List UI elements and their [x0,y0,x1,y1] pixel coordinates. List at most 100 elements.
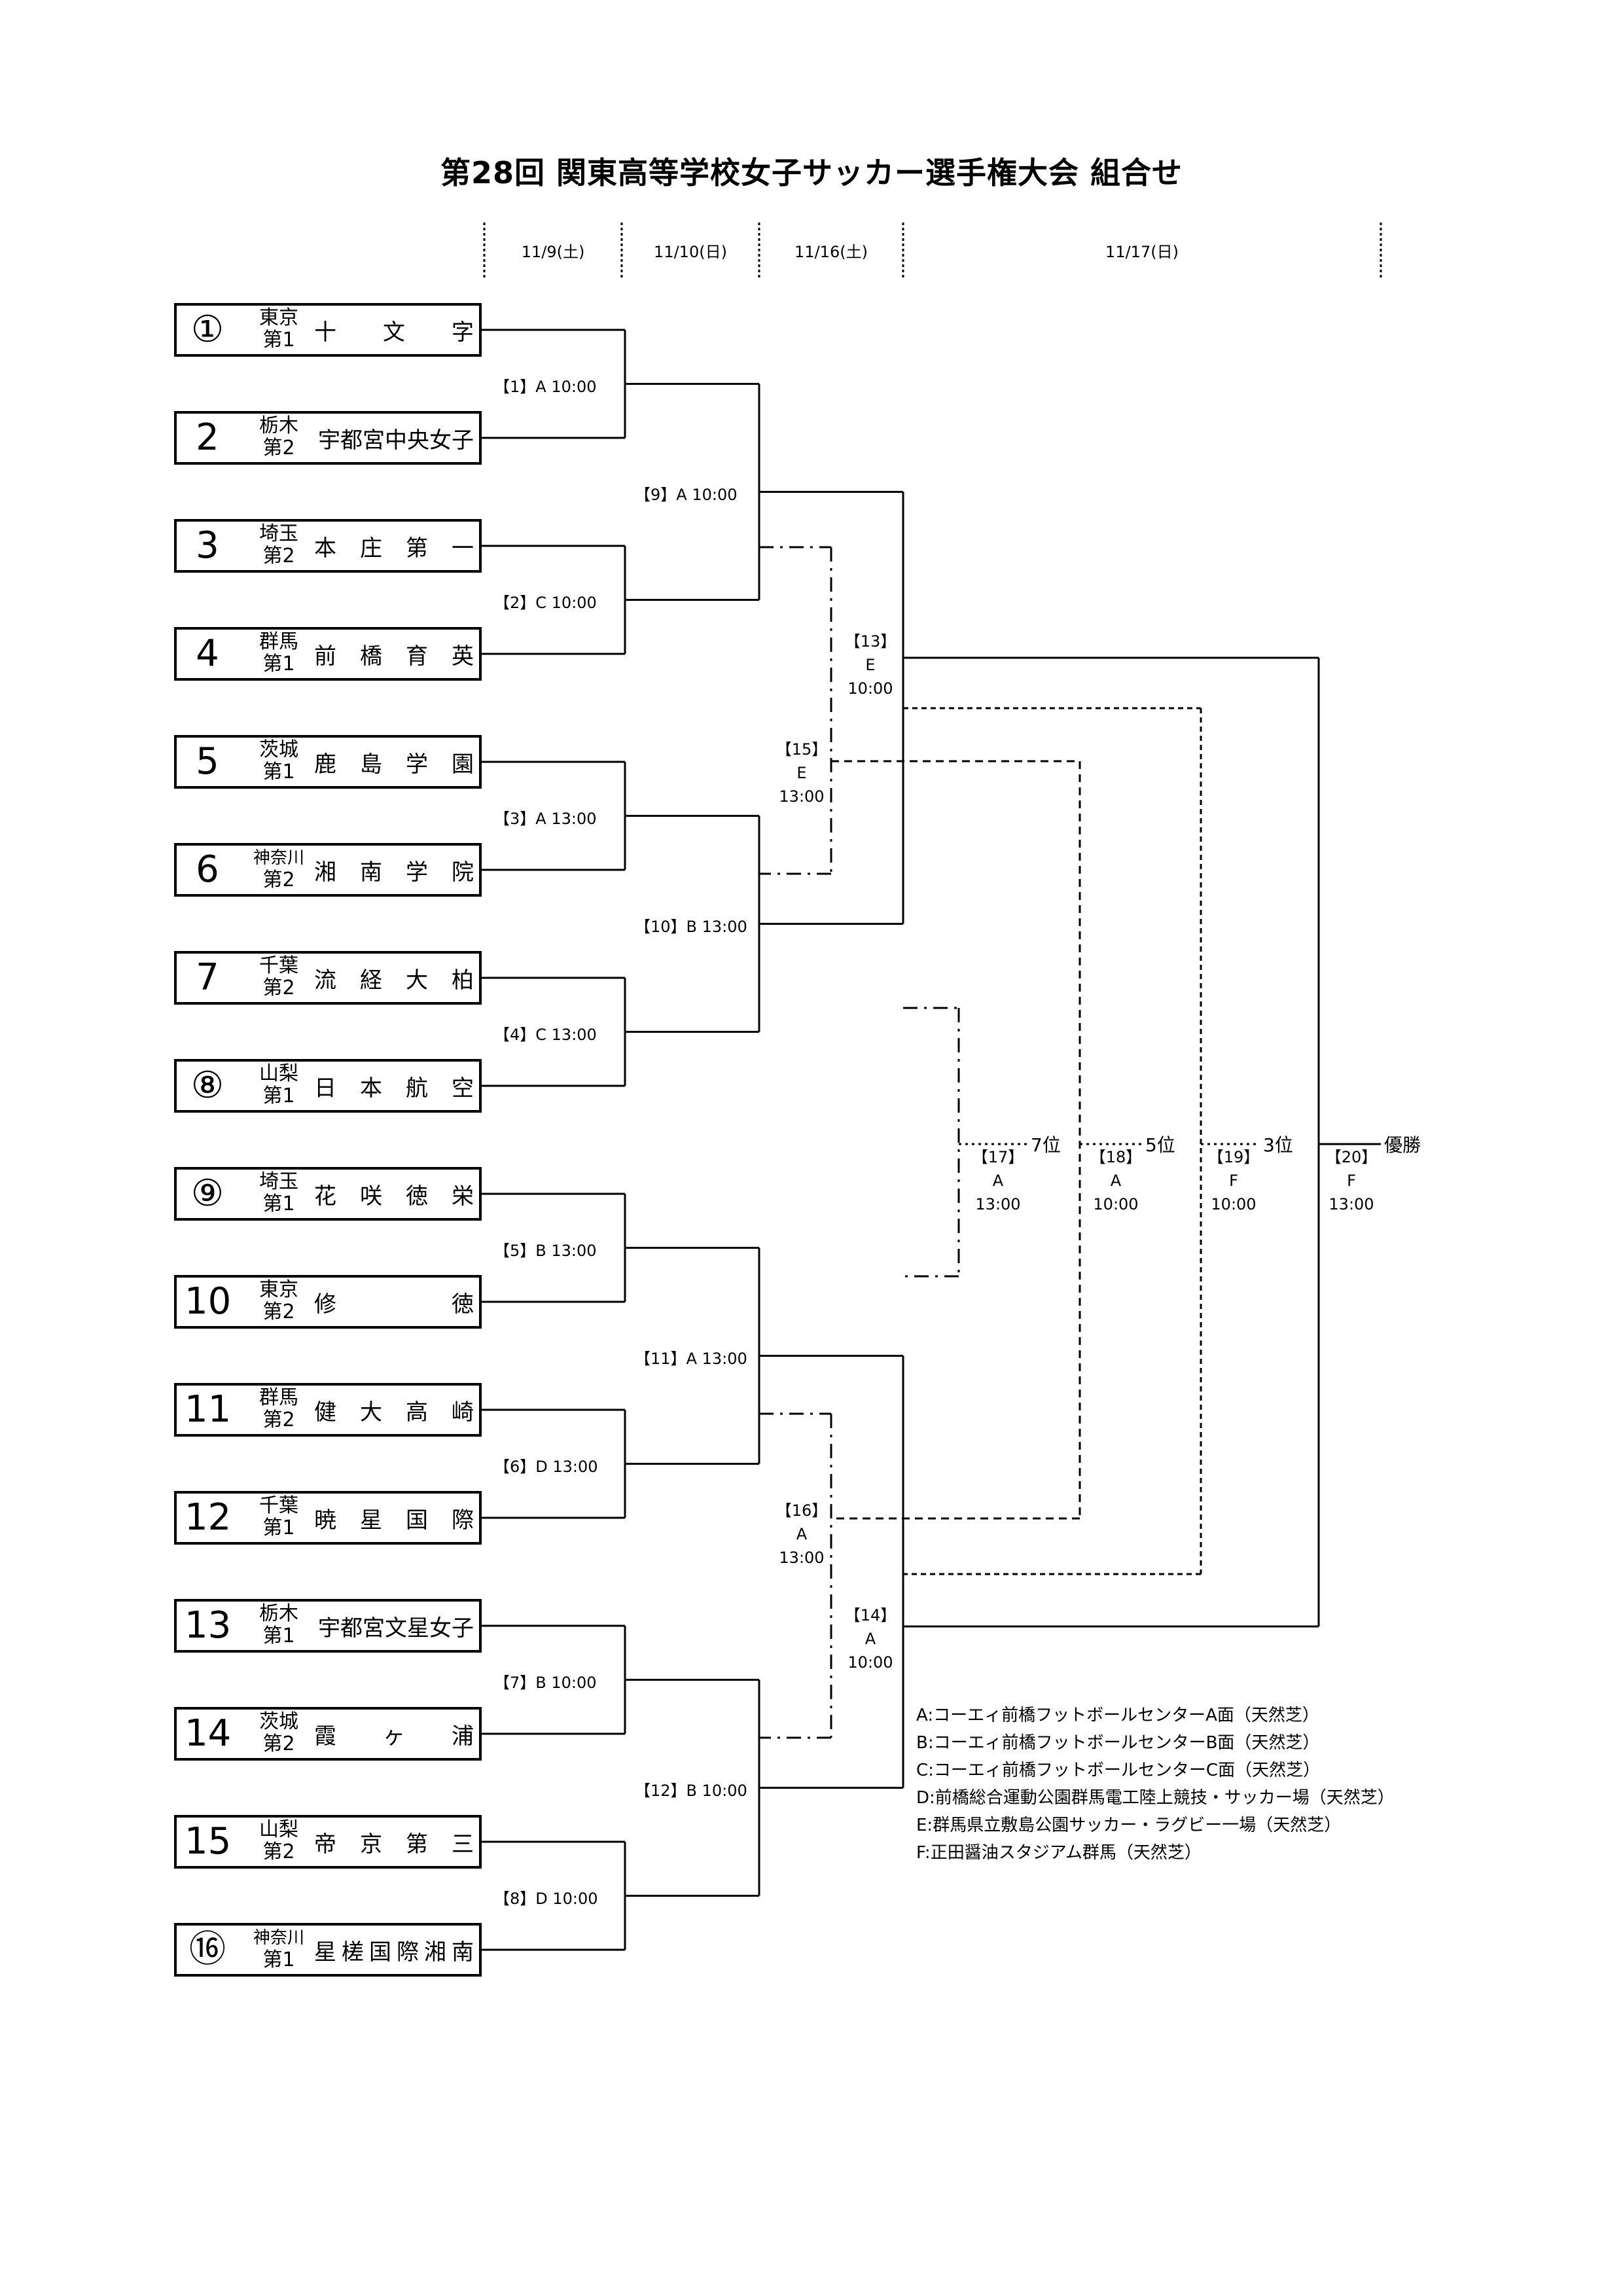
team-name-part: 大 [360,1399,382,1426]
team-seed: ⑧ [190,1064,224,1107]
place-label: 3位 [1263,1134,1293,1156]
team-prefecture: 群馬第2 [242,1387,315,1431]
semifinal-label-line: E [865,656,876,674]
semifinal-label-line: 【14】 [844,1606,897,1624]
team-seed: ① [190,308,224,351]
match-label-r2: 【11】A 13:00 [635,1349,747,1368]
team-name-part: 花 [314,1183,336,1210]
date-header-3: 11/16(土) [794,243,868,261]
date-header-2: 11/10(日) [654,243,727,261]
place-label: 5位 [1145,1134,1175,1156]
team-prefecture-name: 茨城 [259,1710,298,1733]
semifinal-label-line: 13:00 [779,787,825,806]
team-prefecture-rank: 第2 [262,869,295,891]
team-prefecture-rank: 第1 [262,1516,295,1539]
team-prefecture-name: 群馬 [259,630,298,653]
team-seed: 10 [185,1280,232,1323]
team-seed: 7 [196,956,219,999]
team-name: 暁星国際 [314,1494,474,1542]
team-name: 日本航空 [314,1062,474,1110]
semifinal-label-line: 10:00 [847,1653,893,1672]
legend-item: E:群馬県立敷島公園サッカー・ラグビー一場（天然芝） [916,1816,1342,1835]
team-name-part: 国 [369,1939,391,1965]
team-name-part: 霞 [314,1723,336,1749]
team-name-part: 橋 [360,643,382,670]
team-prefecture-rank: 第2 [262,437,295,459]
team-name-part: 柏 [452,967,474,994]
team-seed: 3 [196,524,219,567]
team-name-part: 学 [406,859,428,886]
team-name: 前橋育英 [314,630,474,678]
team-name-part: 南 [360,859,382,886]
team-prefecture: 茨城第2 [242,1711,315,1755]
final-stage-label-line: 【18】 [1090,1148,1142,1166]
venue-legend: A:コーエィ前橋フットボールセンターA面（天然芝） B:コーエィ前橋フットボール… [916,1702,1395,1867]
match-label-r2: 【10】B 13:00 [635,917,747,936]
team-seed: 14 [185,1712,232,1755]
team-prefecture: 群馬第1 [242,631,315,675]
team-prefecture: 山梨第1 [242,1063,315,1107]
team-prefecture-name: 東京 [259,306,298,329]
team-name: 鹿島学園 [314,738,474,786]
team-name-part: 崎 [452,1399,474,1426]
legend-item: D:前橋総合運動公園群馬電工陸上競技・サッカー場（天然芝） [916,1788,1395,1808]
team-name: 本庄第一 [314,522,474,570]
team-name-part: 栄 [452,1183,474,1210]
team-name-part: 院 [452,859,474,886]
team-prefecture-name: 千葉 [259,954,298,977]
team-name-part: 健 [314,1399,336,1426]
team-prefecture: 茨城第1 [242,739,315,783]
team-name: 健大高崎 [314,1386,474,1434]
team-name-part: 鹿 [314,751,336,778]
semifinal-label-line: A [865,1630,876,1648]
place-label: 優勝 [1384,1134,1421,1156]
team-prefecture-rank: 第2 [262,1732,295,1755]
team-name: 十文字 [314,306,474,354]
team-name-part: 英 [452,643,474,670]
final-stage-label-line: F [1347,1172,1356,1190]
team-name-part: 浦 [452,1723,474,1749]
team-prefecture-rank: 第2 [262,545,295,567]
team-name: 帝京第三 [314,1818,474,1866]
team-name: 湘南学院 [314,846,474,894]
team-name-part: 十 [314,319,336,346]
team-name-part: 文 [383,319,405,346]
team-seed: 12 [185,1496,232,1539]
team-name: 花咲徳栄 [314,1170,474,1218]
place-label: 7位 [1031,1134,1061,1156]
team-prefecture: 東京第2 [242,1279,315,1323]
team-name-part: 本 [360,1075,382,1102]
team-name-part: 徳 [406,1183,428,1210]
team-name-part: 流 [314,967,336,994]
team-prefecture: 千葉第1 [242,1495,315,1539]
team-prefecture: 栃木第2 [242,415,315,459]
team-prefecture-name: 茨城 [259,738,298,761]
team-prefecture-rank: 第1 [262,653,295,675]
final-stage-label-line: 【20】 [1325,1148,1378,1166]
team-prefecture-name: 山梨 [259,1818,298,1841]
team-name-part: 前 [314,643,336,670]
legend-item: F:正田醤油スタジアム群馬（天然芝） [916,1843,1202,1863]
team-name: 流経大柏 [314,954,474,1002]
team-name-part: 大 [406,967,428,994]
team-prefecture-name: 東京 [259,1278,298,1301]
team-name-part: ヶ [383,1723,405,1749]
team-name-part: 国 [406,1507,428,1534]
team-name-part: 本 [314,535,336,562]
team-prefecture: 神奈川第1 [242,1927,315,1971]
team-name-part: 経 [360,967,382,994]
legend-item: C:コーエィ前橋フットボールセンターC面（天然芝） [916,1761,1321,1780]
date-header-4: 11/17(日) [1105,243,1179,261]
team-name: 修徳 [314,1278,474,1326]
semifinal-label-line: 【13】 [844,632,897,651]
